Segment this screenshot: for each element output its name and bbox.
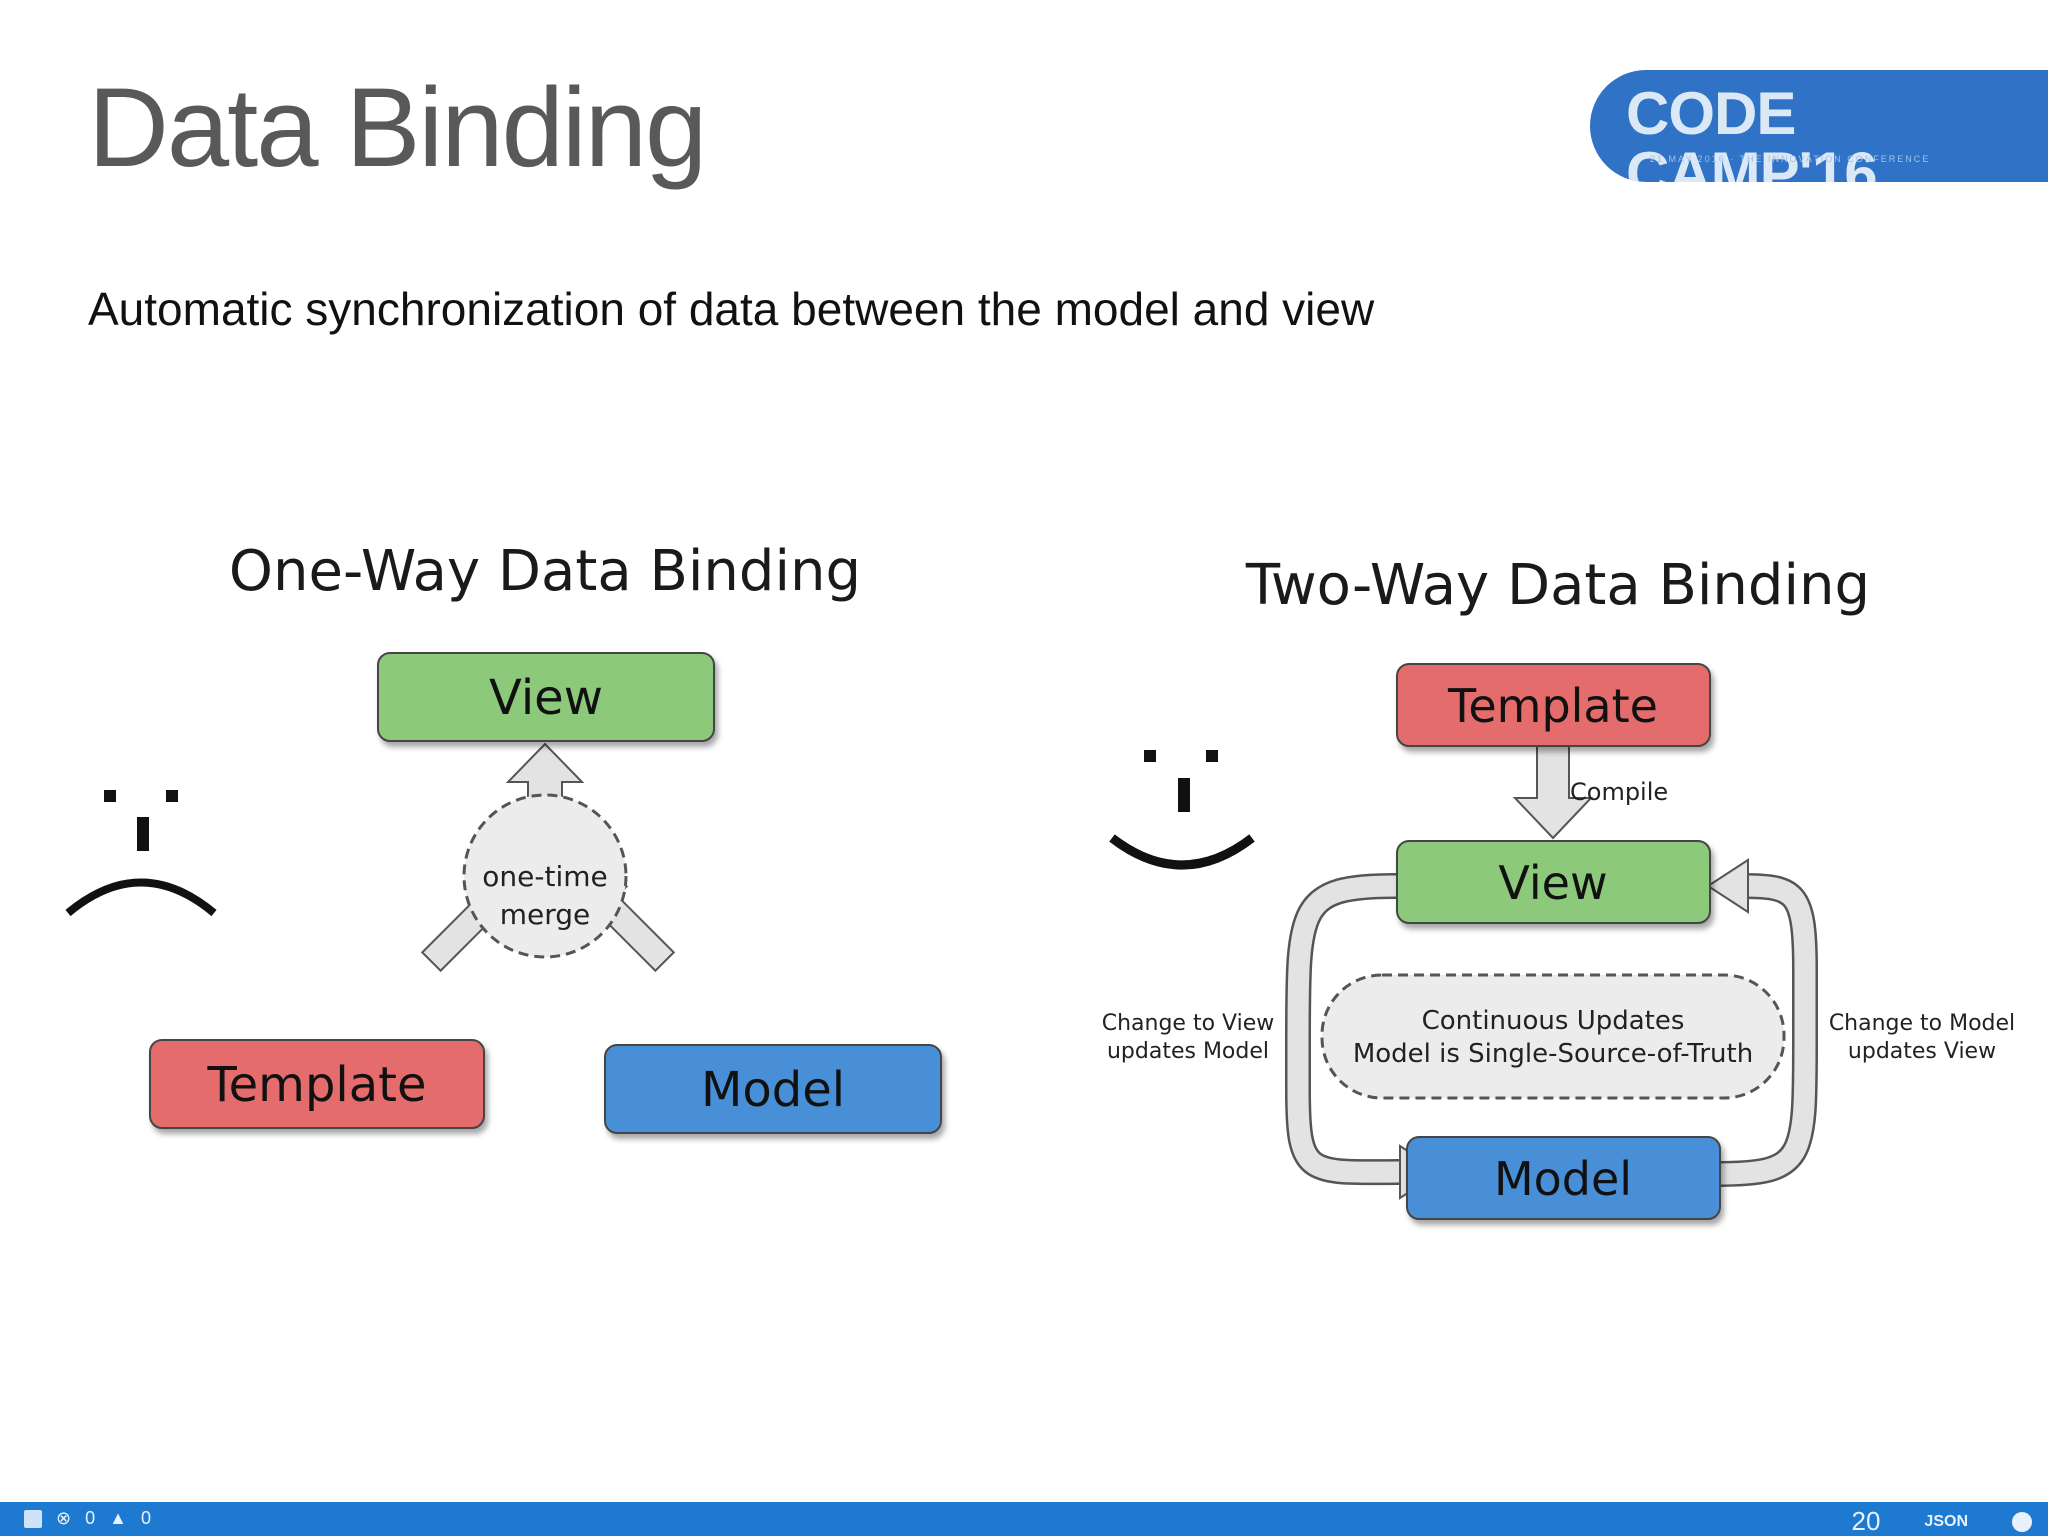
- left-label-line2: updates Model: [1107, 1039, 1269, 1064]
- sad-face-icon: [65, 790, 217, 917]
- logo-text: CODE CAMP'16: [1626, 80, 1878, 183]
- one-way-view-label: View: [489, 670, 603, 726]
- diagram-area: One-Way Data Binding View: [0, 520, 2048, 1300]
- slide-subtitle: Automatic synchronization of data betwee…: [88, 283, 1375, 335]
- left-label-line1: Change to View: [1102, 1011, 1275, 1036]
- two-way-model-box: [1406, 1136, 1721, 1220]
- feedback-smiley-icon[interactable]: [2012, 1511, 2032, 1532]
- one-way-template-label: Template: [206, 1057, 426, 1113]
- page-number: 20: [1851, 1506, 1881, 1536]
- one-way-title: One-Way Data Binding: [229, 539, 861, 604]
- app-icon[interactable]: [24, 1509, 42, 1528]
- status-bar-right: 20 JSON: [1851, 1506, 2032, 1537]
- status-bar-left: ⊗ 0 ▲ 0: [24, 1508, 151, 1529]
- merge-line1: one-time: [482, 860, 607, 893]
- slide-title: Data Binding: [88, 65, 707, 190]
- one-way-diagram: One-Way Data Binding View: [65, 539, 942, 1134]
- compile-label: Compile: [1570, 778, 1668, 806]
- logo-tagline: 21 MAY 2016 · THE INNOVATION CONFERENCE: [1650, 154, 1931, 164]
- two-way-view-label: View: [1498, 856, 1607, 910]
- error-icon[interactable]: ⊗: [56, 1508, 72, 1528]
- continuous-line1: Continuous Updates: [1422, 1006, 1685, 1036]
- warning-count[interactable]: 0: [140, 1508, 151, 1528]
- one-way-model-label: Model: [701, 1062, 845, 1118]
- two-way-model-label: Model: [1494, 1152, 1632, 1206]
- two-way-view-box: [1396, 840, 1711, 924]
- one-way-template-box: [149, 1039, 485, 1129]
- status-bar: ⊗ 0 ▲ 0 20 JSON: [0, 1502, 2048, 1536]
- right-label-line2: updates View: [1848, 1039, 1996, 1064]
- continuous-line2: Model is Single-Source-of-Truth: [1353, 1039, 1753, 1069]
- one-way-model-box: [604, 1044, 942, 1134]
- happy-face-icon: [1109, 750, 1255, 870]
- error-count[interactable]: 0: [85, 1508, 96, 1528]
- compile-arrow: [1512, 741, 1594, 840]
- continuous-updates-node: [1320, 973, 1786, 1100]
- merge-line2: merge: [500, 898, 591, 931]
- one-way-view-box: [377, 652, 715, 742]
- one-time-merge-node: [462, 793, 628, 959]
- two-way-title: Two-Way Data Binding: [1245, 553, 1870, 618]
- two-way-template-label: Template: [1447, 679, 1658, 733]
- warning-icon[interactable]: ▲: [109, 1508, 127, 1528]
- two-way-template-box: [1396, 663, 1711, 747]
- codecamp-logo: CODE CAMP'16 21 MAY 2016 · THE INNOVATIO…: [1590, 70, 2048, 182]
- language-mode[interactable]: JSON: [1924, 1512, 1968, 1530]
- right-label-line1: Change to Model: [1829, 1011, 2015, 1036]
- two-way-diagram: Two-Way Data Binding Compile Template: [1102, 553, 2015, 1220]
